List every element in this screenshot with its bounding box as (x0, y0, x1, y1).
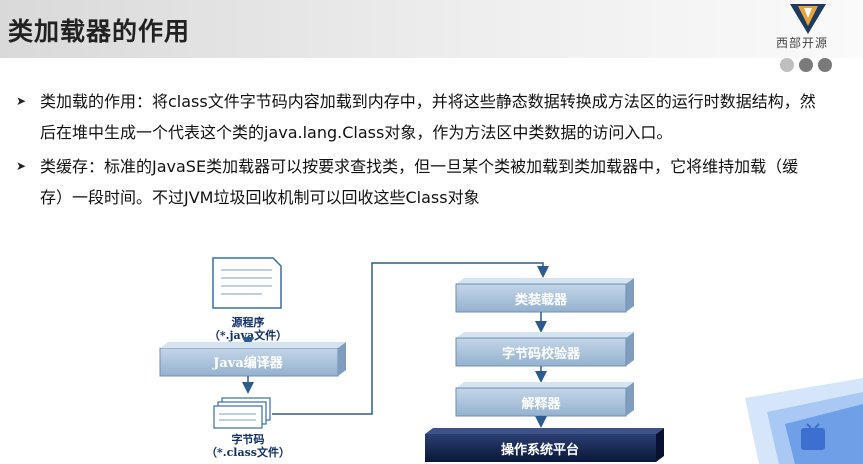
compiler-box-top (160, 342, 346, 348)
class-loader-box (455, 283, 627, 313)
interpreter-box (455, 387, 627, 417)
compiler-label: Java编译器 (212, 355, 284, 371)
bullet-class-loading: ➤ 类加载的作用：将class文件字节码内容加载到内存中，并将这些静态数据转换成… (14, 86, 819, 148)
verifier-box-top (456, 332, 634, 338)
compiler-box (159, 347, 339, 377)
bullet-text: 类加载的作用：将class文件字节码内容加载到内存中，并将这些静态数据转换成方法… (40, 92, 816, 142)
title-bar (0, 0, 863, 58)
bullet-text: 类缓存：标准的JavaSE类加载器可以按要求查找类，但一旦某个类被加载到类加载器… (40, 157, 799, 207)
logo-text: 西部开源 (776, 36, 829, 50)
arrow-bytecode-to-loader (272, 262, 549, 415)
interpreter-box-top (456, 382, 634, 388)
class-loader-box-side (626, 278, 634, 312)
bullet-list: ➤ 类加载的作用：将class文件字节码内容加载到内存中，并将这些静态数据转换成… (14, 86, 819, 216)
bullet-class-cache: ➤ 类缓存：标准的JavaSE类加载器可以按要求查找类，但一旦某个类被加载到类加… (14, 151, 819, 213)
arrow-bullet-icon: ➤ (16, 94, 27, 108)
arrow-bullet-icon: ➤ (16, 159, 27, 173)
os-platform-side (656, 428, 664, 462)
interpreter-box-side (626, 382, 634, 416)
bytecode-label: 字节码 (232, 432, 265, 446)
verifier-box (455, 337, 627, 367)
source-label: 源程序 (232, 315, 265, 329)
bytecode-file-icon (213, 397, 271, 429)
compiler-box-side (338, 342, 346, 376)
os-platform-label: 操作系统平台 (501, 442, 579, 458)
corner-decoration-icon (745, 378, 863, 464)
class-loading-diagram: 源程序 （*.java文件） Java编译器 字节码 （*.class文件） 类… (159, 257, 664, 462)
dot-3 (818, 58, 832, 72)
class-loader-box-top (456, 278, 634, 284)
class-loader-label: 类装载器 (515, 292, 568, 308)
bytecode-sub-label: （*.class文件） (206, 445, 290, 459)
logo-icon (790, 4, 826, 34)
os-platform-box (425, 434, 656, 462)
slide-dots (780, 58, 832, 72)
verifier-label: 字节码校验器 (502, 346, 581, 362)
slide-title: 类加载器的作用 (8, 17, 191, 46)
os-platform-top (425, 428, 664, 434)
interpreter-label: 解释器 (520, 396, 561, 412)
verifier-box-side (626, 332, 634, 366)
source-sub-label: （*.java文件） (209, 328, 287, 342)
dot-2 (799, 58, 813, 72)
source-file-icon (212, 257, 282, 309)
dot-1 (780, 58, 794, 72)
